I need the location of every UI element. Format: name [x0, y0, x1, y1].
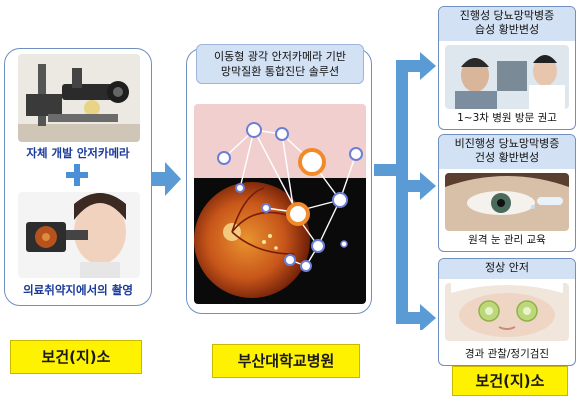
solution-header: 이동형 광각 안저카메라 기반 망막질환 통합진단 솔루션: [196, 44, 364, 84]
outcome-card-advanced-foot: 1~3차 병원 방문 권고: [457, 112, 557, 124]
outcome-card-normal-title: 정상 안저: [439, 259, 575, 279]
outcome-card-advanced-title: 진행성 당뇨망막병증 습성 황반변성: [439, 7, 575, 41]
card-title-line1: 비진행성 당뇨망막병증: [454, 137, 560, 150]
outcome-card-nonadvanced-title: 비진행성 당뇨망막병증 건성 황반변성: [439, 135, 575, 169]
outcome-card-normal-foot: 경과 관찰/정기검진: [464, 348, 550, 360]
card-title-line2: 습성 황반변성: [474, 23, 540, 36]
relaxing-woman-photo: [445, 283, 569, 341]
solution-header-line1: 이동형 광각 안저카메라 기반: [214, 50, 346, 63]
field-capture-photo: [18, 192, 140, 278]
plus-icon: [66, 164, 88, 186]
card-title-line1: 정상 안저: [485, 261, 529, 274]
camera-caption: 자체 개발 안저카메라: [26, 146, 130, 160]
center-footer-label: 부산대학교병원: [212, 344, 360, 378]
outcome-card-normal: 정상 안저 경과 관찰/정기검진: [438, 258, 576, 366]
fundus-camera-photo: [18, 54, 140, 142]
solution-header-line2: 망막질환 통합진단 솔루션: [220, 65, 340, 78]
ai-fundus-graphic: [194, 104, 366, 304]
card-title-line2: 건성 황반변성: [474, 151, 540, 164]
eye-drop-photo: [445, 173, 569, 231]
arrow-right-icon: [151, 162, 181, 196]
card-title-line1: 진행성 당뇨망막병증: [459, 9, 555, 22]
hospital-exam-photo: [445, 45, 569, 109]
outcome-card-nonadvanced-foot: 원격 눈 관리 교육: [468, 234, 546, 246]
field-caption: 의료취약지에서의 촬영: [23, 283, 133, 297]
branch-arrow-icon: [374, 30, 436, 330]
left-footer-label: 보건(지)소: [10, 340, 142, 374]
outcome-card-nonadvanced: 비진행성 당뇨망막병증 건성 황반변성 원격 눈 관리 교육: [438, 134, 576, 252]
outcome-card-advanced: 진행성 당뇨망막병증 습성 황반변성 1~3차 병원 방문 권고: [438, 6, 576, 130]
right-footer-label: 보건(지)소: [452, 366, 568, 396]
